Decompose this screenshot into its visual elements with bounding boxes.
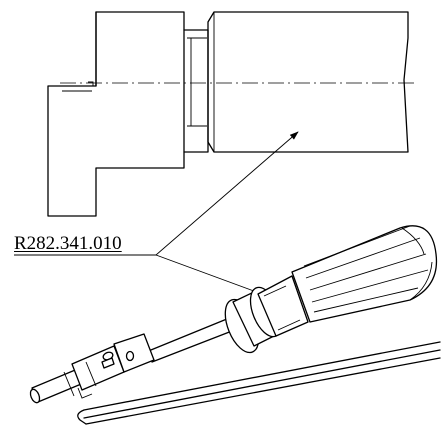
collar-ring — [224, 275, 309, 354]
tip-assembly — [29, 333, 155, 404]
connecting-neck — [183, 29, 209, 153]
leader-arrow-lower — [155, 254, 263, 295]
right-cylinder-body — [207, 11, 409, 153]
screwdriver-tool — [29, 225, 438, 404]
leader-arrow-upper — [155, 131, 299, 256]
hex-key-wrench — [77, 341, 441, 425]
callout-leaders — [14, 131, 299, 295]
left-housing-block — [47, 11, 185, 217]
fluted-handle — [291, 225, 438, 323]
assembly-section-view — [47, 11, 416, 217]
part-number-label: R282.341.010 — [14, 233, 122, 254]
